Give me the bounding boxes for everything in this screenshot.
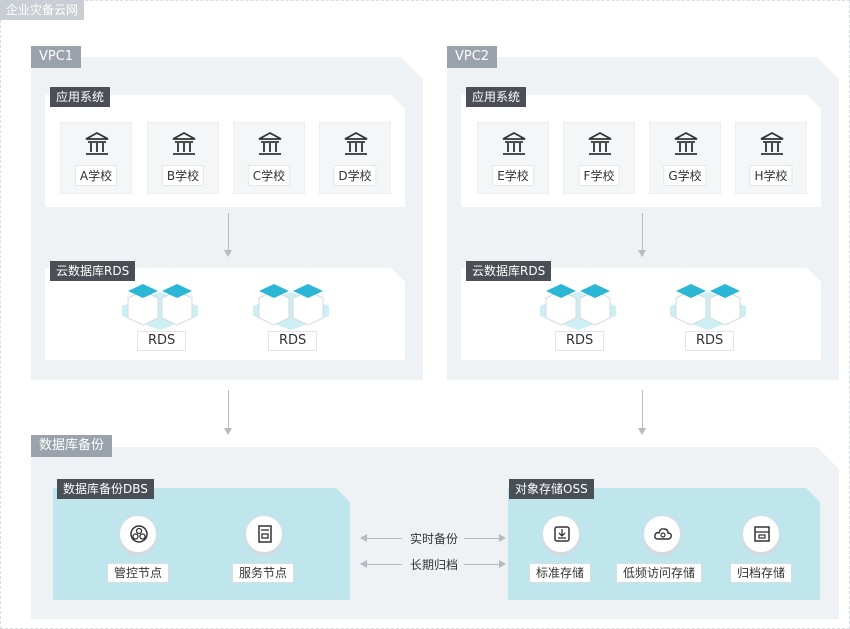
rds-label: RDS bbox=[685, 331, 735, 351]
database-cube-icon bbox=[670, 284, 746, 330]
dbs-panel bbox=[53, 488, 350, 600]
school-building-icon bbox=[502, 131, 526, 155]
database-cube-icon bbox=[253, 284, 329, 330]
arrow-head bbox=[638, 428, 646, 435]
school-card-b: B学校 bbox=[147, 122, 219, 194]
school-building-icon bbox=[172, 131, 196, 155]
realtime-backup-arrow bbox=[367, 538, 402, 539]
control-node-icon bbox=[130, 525, 148, 543]
school-label: B学校 bbox=[161, 165, 205, 186]
outer-title: 企业灾备云网 bbox=[0, 0, 85, 20]
rds-label: RDS bbox=[268, 331, 318, 351]
school-building-icon bbox=[258, 131, 282, 155]
service-node bbox=[245, 515, 283, 553]
school-card-g: G学校 bbox=[649, 122, 721, 194]
arrow-head bbox=[638, 250, 646, 257]
school-building-icon bbox=[85, 131, 109, 155]
storage-standard-icon bbox=[554, 526, 570, 542]
rds-label: RDS bbox=[555, 331, 605, 351]
realtime-backup-arrow bbox=[464, 538, 499, 539]
vpc1-app-system-title: 应用系统 bbox=[50, 87, 111, 107]
vpc1-rds-title: 云数据库RDS bbox=[50, 261, 136, 281]
arrow-head bbox=[499, 560, 506, 568]
infrequent-access-storage-label: 低频访问存储 bbox=[616, 563, 703, 583]
school-building-icon bbox=[344, 131, 368, 155]
school-building-icon bbox=[760, 131, 784, 155]
vpc1-to-backup-arrow bbox=[228, 390, 229, 428]
oss-title: 对象存储OSS bbox=[509, 479, 594, 499]
vpc1-title: VPC1 bbox=[31, 46, 82, 68]
long-term-archive-arrow bbox=[464, 564, 499, 565]
arrow-head bbox=[360, 534, 367, 542]
school-building-icon bbox=[588, 131, 612, 155]
archive-storage-label: 归档存储 bbox=[730, 563, 793, 583]
archive-icon bbox=[754, 526, 770, 542]
school-card-h: H学校 bbox=[735, 122, 807, 194]
dbs-title: 数据库备份DBS bbox=[57, 479, 154, 499]
control-node bbox=[119, 515, 157, 553]
control-node-label: 管控节点 bbox=[107, 563, 170, 583]
long-term-archive-label: 长期归档 bbox=[410, 558, 459, 572]
service-node-label: 服务节点 bbox=[232, 563, 295, 583]
arrow-head bbox=[499, 534, 506, 542]
school-building-icon bbox=[674, 131, 698, 155]
arrow-head bbox=[224, 428, 232, 435]
vpc2-app-system-title: 应用系统 bbox=[466, 87, 527, 107]
school-label: C学校 bbox=[247, 165, 291, 186]
vpc2-rds-panel bbox=[461, 268, 821, 360]
school-card-c: C学校 bbox=[233, 122, 305, 194]
database-cube-icon bbox=[122, 284, 198, 330]
arrow-head bbox=[360, 560, 367, 568]
vpc1-app-to-rds-arrow bbox=[228, 213, 229, 250]
backup-title: 数据库备份 bbox=[31, 435, 113, 457]
long-term-archive-arrow bbox=[367, 564, 402, 565]
arrow-head bbox=[224, 250, 232, 257]
vpc2-title: VPC2 bbox=[447, 46, 498, 68]
school-card-a: A学校 bbox=[60, 122, 132, 194]
school-label: E学校 bbox=[492, 165, 534, 186]
school-label: A学校 bbox=[74, 165, 118, 186]
vpc2-to-backup-arrow bbox=[642, 390, 643, 428]
school-label: H学校 bbox=[749, 165, 793, 186]
standard-storage-node bbox=[542, 515, 580, 553]
vpc2-rds-title: 云数据库RDS bbox=[466, 261, 552, 281]
school-label: D学校 bbox=[333, 165, 377, 186]
server-icon bbox=[258, 525, 272, 543]
realtime-backup-label: 实时备份 bbox=[410, 532, 459, 546]
school-card-e: E学校 bbox=[477, 122, 549, 194]
vpc1-rds-panel bbox=[45, 268, 405, 360]
standard-storage-label: 标准存储 bbox=[529, 563, 592, 583]
cloud-storage-icon bbox=[654, 528, 672, 540]
school-label: G学校 bbox=[663, 165, 707, 186]
school-card-f: F学校 bbox=[563, 122, 635, 194]
school-card-d: D学校 bbox=[319, 122, 391, 194]
infrequent-access-storage-node bbox=[643, 515, 681, 553]
database-cube-icon bbox=[540, 284, 616, 330]
vpc2-app-to-rds-arrow bbox=[642, 213, 643, 250]
school-label: F学校 bbox=[578, 165, 620, 186]
rds-label: RDS bbox=[137, 331, 187, 351]
archive-storage-node bbox=[742, 515, 780, 553]
